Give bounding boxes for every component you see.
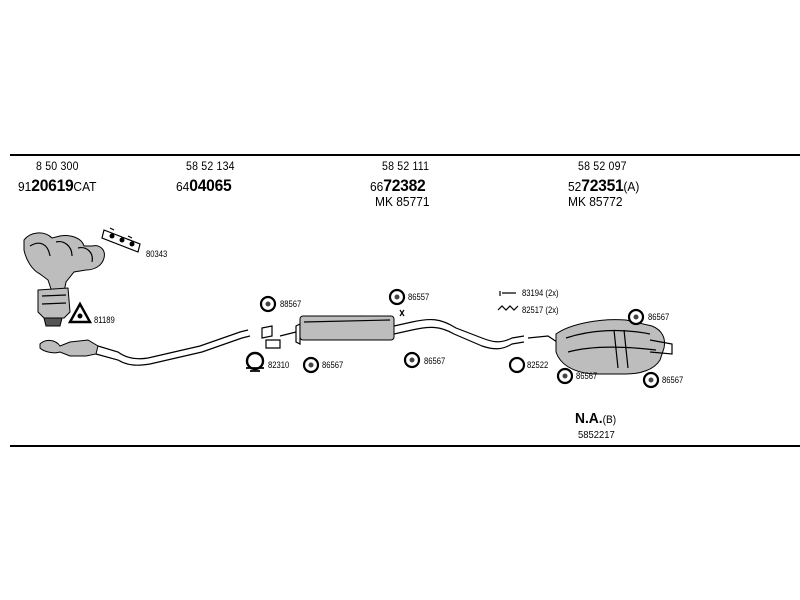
- front-pipe-original-number: 58 52 134: [186, 161, 235, 173]
- part-label-81189: 81189: [94, 315, 115, 325]
- part-label-83194: 83194 (2x): [522, 288, 559, 298]
- rubber-mount-88567-icon: [259, 295, 277, 313]
- middle-silencer-original-number: 58 52 111: [382, 161, 430, 173]
- middle-silencer: [295, 309, 525, 350]
- clamp-82522-icon: [508, 356, 526, 374]
- rear-silencer-mounting-kit: MK 85772: [568, 194, 623, 209]
- coupling-connector: [261, 325, 297, 349]
- bottom-rule: [10, 445, 800, 447]
- front-pipe: [39, 329, 251, 366]
- bolt-83194-icon: [499, 291, 516, 296]
- rubber-mount-86557-icon: [388, 288, 406, 306]
- part-label-86567-b: 86567: [322, 360, 344, 370]
- rubber-mount-86567-d-icon: [556, 367, 574, 385]
- manifold-catalyst: [23, 232, 105, 327]
- spring-82517-icon: [497, 305, 519, 311]
- rear-silencer-original-number: 58 52 097: [578, 161, 627, 173]
- top-rule: [10, 154, 800, 156]
- part-label-88567: 88567: [280, 299, 302, 309]
- part-label-80343: 80343: [146, 249, 168, 259]
- gasket-81189-icon: [67, 301, 93, 324]
- rubber-mount-86567-c-icon: [627, 308, 645, 326]
- not-available-number: 5852217: [578, 429, 615, 441]
- rear-silencer-part-number: 5272351(A): [568, 176, 640, 195]
- rear-silencer: [527, 319, 673, 375]
- part-label-82517: 82517 (2x): [522, 305, 559, 315]
- part-label-82522: 82522: [527, 360, 549, 370]
- rubber-mount-86567-b-icon: [302, 356, 320, 374]
- rubber-mount-86567-e-icon: [642, 371, 660, 389]
- middle-silencer-mounting-kit: MK 85771: [375, 194, 430, 209]
- front-pipe-part-number: 6404065: [176, 176, 232, 195]
- not-available-label: N.A.(B): [575, 410, 617, 427]
- part-label-82310: 82310: [268, 360, 290, 370]
- part-label-86567-a: 86567: [424, 356, 446, 366]
- clamp-82310-icon: [245, 351, 265, 372]
- middle-silencer-part-number: 6672382: [370, 176, 426, 195]
- rubber-mount-86567-a-icon: [403, 351, 421, 369]
- gasket-80343-icon: [101, 227, 141, 253]
- manifold-original-number: 8 50 300: [36, 161, 79, 173]
- part-label-86567-e: 86567: [662, 375, 684, 385]
- part-label-86567-d: 86567: [576, 371, 598, 381]
- manifold-part-number: 9120619CAT: [18, 176, 97, 195]
- part-label-86557: 86557: [408, 292, 430, 302]
- part-label-86567-c: 86567: [648, 312, 670, 322]
